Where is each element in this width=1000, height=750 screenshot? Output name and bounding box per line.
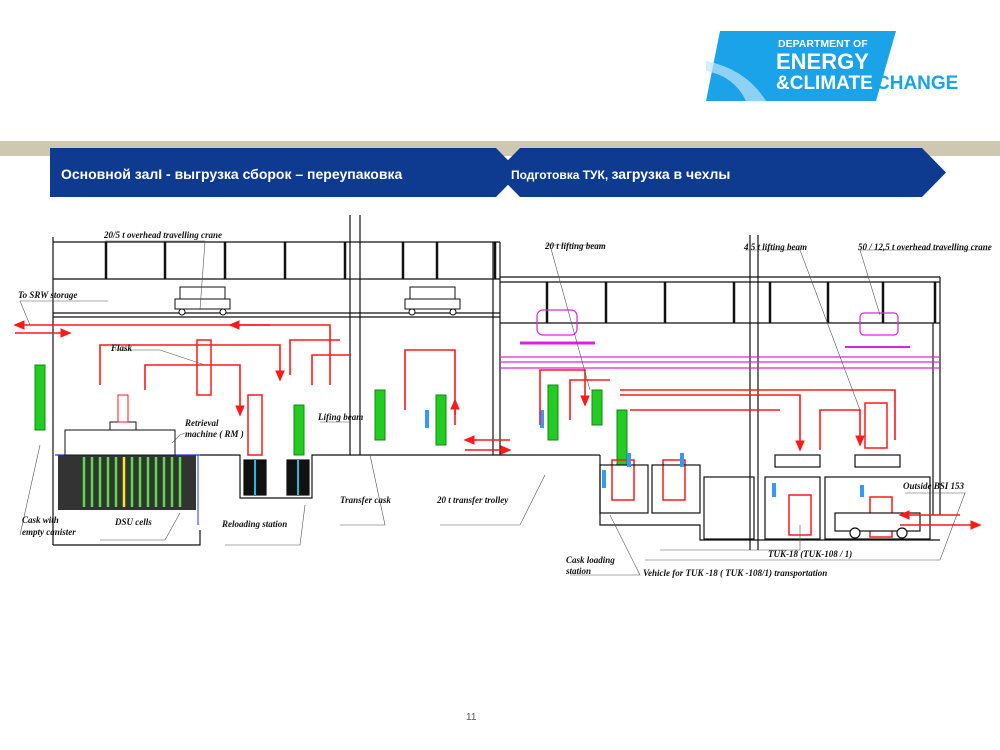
label-flask: Flask [110,343,133,353]
diagram-svg: 20/5 t overhead travelling crane To SRW … [13,215,992,578]
dsu-cells [55,454,200,525]
label-crane-right: 50 / 12,5 t overhead travelling crane [858,242,992,252]
banner-cask-prep-small: Подготовка ТУК, [511,168,612,182]
banner-cask-prep-label: загрузка в чехлы [611,166,731,182]
label-crane-left: 20/5 t overhead travelling crane [103,230,222,240]
logo-line2: ENERGY [776,49,869,74]
banner-cask-prep: Подготовка ТУК, загрузка в чехлы [496,148,946,197]
operators [425,410,864,497]
label-dsu: DSU cells [114,517,152,527]
label-lifting-beam-45: 4 5 t lifting beam [743,242,807,252]
banner-cask-prep-text: Подготовка ТУК, загрузка в чехлы [511,148,730,197]
crane-trolley-left [174,286,231,316]
banner-main-hall: Основной залІ - выгрузка сборок – переуп… [50,148,520,197]
facility-diagram: 20/5 t overhead travelling crane To SRW … [0,215,1000,595]
flow-arrows [13,320,982,530]
page-number: 11 [466,712,477,723]
retrieval-machine [64,394,176,456]
label-cask-loading-2: station [565,566,591,576]
label-lifting-beam: Lifing beam [317,412,363,422]
diagram-labels: 20/5 t overhead travelling crane To SRW … [18,230,992,578]
label-trolley: 20 t transfer trolley [436,495,509,505]
label-cask-empty-2: empty canister [22,527,76,537]
left-hall-structure [52,215,600,546]
logo-line3a: &CLIMATE [776,73,873,94]
right-hall-structure [500,235,941,550]
banner-main-hall-label: Основной залІ - выгрузка сборок – переуп… [61,166,403,182]
green-casks [34,364,628,466]
crane-right-magenta [500,309,940,369]
label-vehicle: Vehicle for TUK -18 ( TUK -108/1) transp… [643,568,827,578]
decc-logo: DEPARTMENT OF ENERGY &CLIMATE CHANGE [706,31,964,101]
label-cask-loading-1: Cask loading [566,555,615,565]
label-retrieval-2: machine ( RM ) [185,429,244,439]
label-lifting-beam-20: 20 t lifting beam [544,241,606,251]
label-srw: To SRW storage [18,290,77,300]
label-reloading: Reloading station [221,519,287,529]
label-retrieval-1: Retrieval [184,418,219,428]
logo-line1: DEPARTMENT OF [778,38,868,50]
label-tuk: TUK-18 (TUK-108 / 1) [768,549,852,559]
label-outside: Outside BSI 153 [903,481,965,491]
label-cask-empty-1: Cask with [22,515,59,525]
logo-line3b: CHANGE [876,73,958,94]
crane-trolley-mid [404,286,461,316]
label-transfer-cask: Transfer cask [340,495,391,505]
leader-lines [19,240,990,576]
